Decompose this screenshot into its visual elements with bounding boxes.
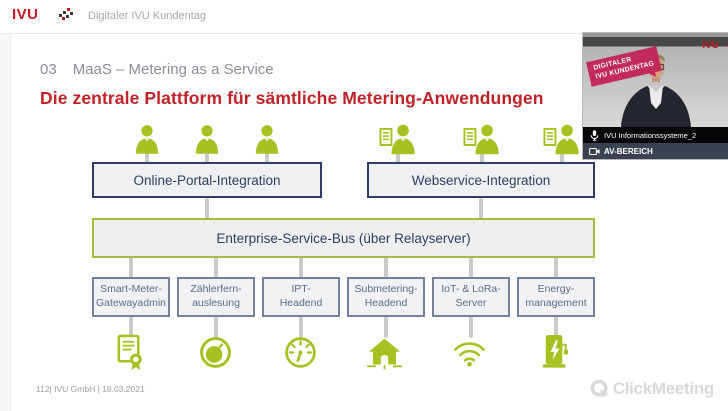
connector xyxy=(469,316,473,338)
clickmeeting-logo-icon xyxy=(590,379,610,399)
camera-icon xyxy=(589,146,600,157)
slide-footer: 112| IVU GmbH | 18.03.2021 xyxy=(36,384,145,394)
box-label: Enterprise-Service-Bus (über Relayserver… xyxy=(216,230,471,246)
ivu-logo-text: IVU xyxy=(12,6,39,23)
presenter-webcam-pod[interactable]: DIGITALER IVU KUNDENTAG IVU IVU Informat… xyxy=(583,33,728,159)
box-smart-meter-gatewayadmin: Smart-Meter- Gatewayadmin xyxy=(92,277,170,317)
connector xyxy=(554,316,558,338)
box-online-portal-integration: Online-Portal-Integration xyxy=(92,162,322,198)
connector xyxy=(129,257,133,278)
wifi-icon xyxy=(452,333,487,372)
analog-meter-icon xyxy=(198,333,233,372)
box-label-line: Smart-Meter- xyxy=(100,283,162,296)
box-label-line: IoT- & LoRa- xyxy=(441,283,501,296)
webcam-participant-name: IVU Informationssysteme_2 xyxy=(604,130,697,140)
connector xyxy=(469,257,473,278)
box-enterprise-service-bus: Enterprise-Service-Bus (über Relayserver… xyxy=(92,218,595,258)
box-zaehlerfernauslesung: Zählerfern- auslesung xyxy=(177,277,255,317)
box-ipt-headend: IPT- Headend xyxy=(262,277,340,317)
box-label-line: Energy- xyxy=(537,283,575,296)
connector xyxy=(554,257,558,278)
webcam-video[interactable]: DIGITALER IVU KUNDENTAG IVU xyxy=(583,33,728,127)
connector xyxy=(384,257,388,278)
ivu-logo-dots-icon xyxy=(59,14,62,17)
meeting-header: IVU Digitaler IVU Kundentag xyxy=(0,0,728,34)
box-label: Online-Portal-Integration xyxy=(133,172,281,188)
microphone-icon xyxy=(589,130,600,141)
box-label-line: Gatewayadmin xyxy=(95,297,167,309)
user-icon xyxy=(251,123,283,156)
box-label-line: Headend xyxy=(279,297,323,309)
certificate-seal-icon xyxy=(113,333,148,372)
box-submetering-headend: Submetering- Headend xyxy=(347,277,425,317)
box-energymanagement: Energy- management xyxy=(517,277,595,317)
slide-kicker: 03 MaaS – Metering as a Service xyxy=(40,61,274,78)
ivu-logo-dots-icon xyxy=(725,42,728,44)
slide-number-label: 03 xyxy=(40,61,57,78)
ivu-logo: IVU xyxy=(12,6,62,23)
user-with-document-icon xyxy=(463,123,500,156)
connector xyxy=(214,316,218,338)
box-label-line: auslesung xyxy=(192,297,240,309)
connector xyxy=(129,316,133,338)
user-with-document-icon xyxy=(543,123,580,156)
user-icon xyxy=(191,123,223,156)
webcam-av-label: AV-BEREICH xyxy=(604,146,653,156)
webcam-name-bar: IVU Informationssysteme_2 xyxy=(583,127,728,143)
box-label: Webservice-Integration xyxy=(411,172,551,188)
connector xyxy=(299,257,303,278)
connector xyxy=(479,198,483,219)
box-label-line: Server xyxy=(455,297,487,309)
box-label-line: Zählerfern- xyxy=(190,283,242,296)
connector xyxy=(214,257,218,278)
box-label-line: Submetering- xyxy=(354,283,418,296)
box-label-line: management xyxy=(525,297,587,309)
box-iot-lora-server: IoT- & LoRa- Server xyxy=(432,277,510,317)
user-icon xyxy=(131,123,163,156)
slide-kicker-text: MaaS – Metering as a Service xyxy=(72,61,274,78)
connector xyxy=(384,316,388,338)
clickmeeting-brand-text: ClickMeeting xyxy=(612,379,715,398)
ivu-logo-text: IVU xyxy=(702,40,719,51)
clickmeeting-watermark: ClickMeeting xyxy=(590,379,714,399)
meeting-title: Digitaler IVU Kundentag xyxy=(88,10,207,22)
webcam-av-bar: AV-BEREICH xyxy=(583,143,728,159)
house-icon xyxy=(367,333,402,372)
speedometer-icon xyxy=(283,333,318,372)
box-label-line: Headend xyxy=(364,297,408,309)
connector xyxy=(205,198,209,219)
slide-heading: Die zentrale Plattform für sämtliche Met… xyxy=(40,88,544,108)
slide-left-gutter xyxy=(0,34,11,411)
ivu-logo-small: IVU xyxy=(702,40,728,51)
ev-charging-station-icon xyxy=(538,333,573,372)
box-webservice-integration: Webservice-Integration xyxy=(367,162,595,198)
user-with-document-icon xyxy=(379,123,416,156)
connector xyxy=(299,316,303,338)
box-label-line: IPT- xyxy=(291,283,311,296)
